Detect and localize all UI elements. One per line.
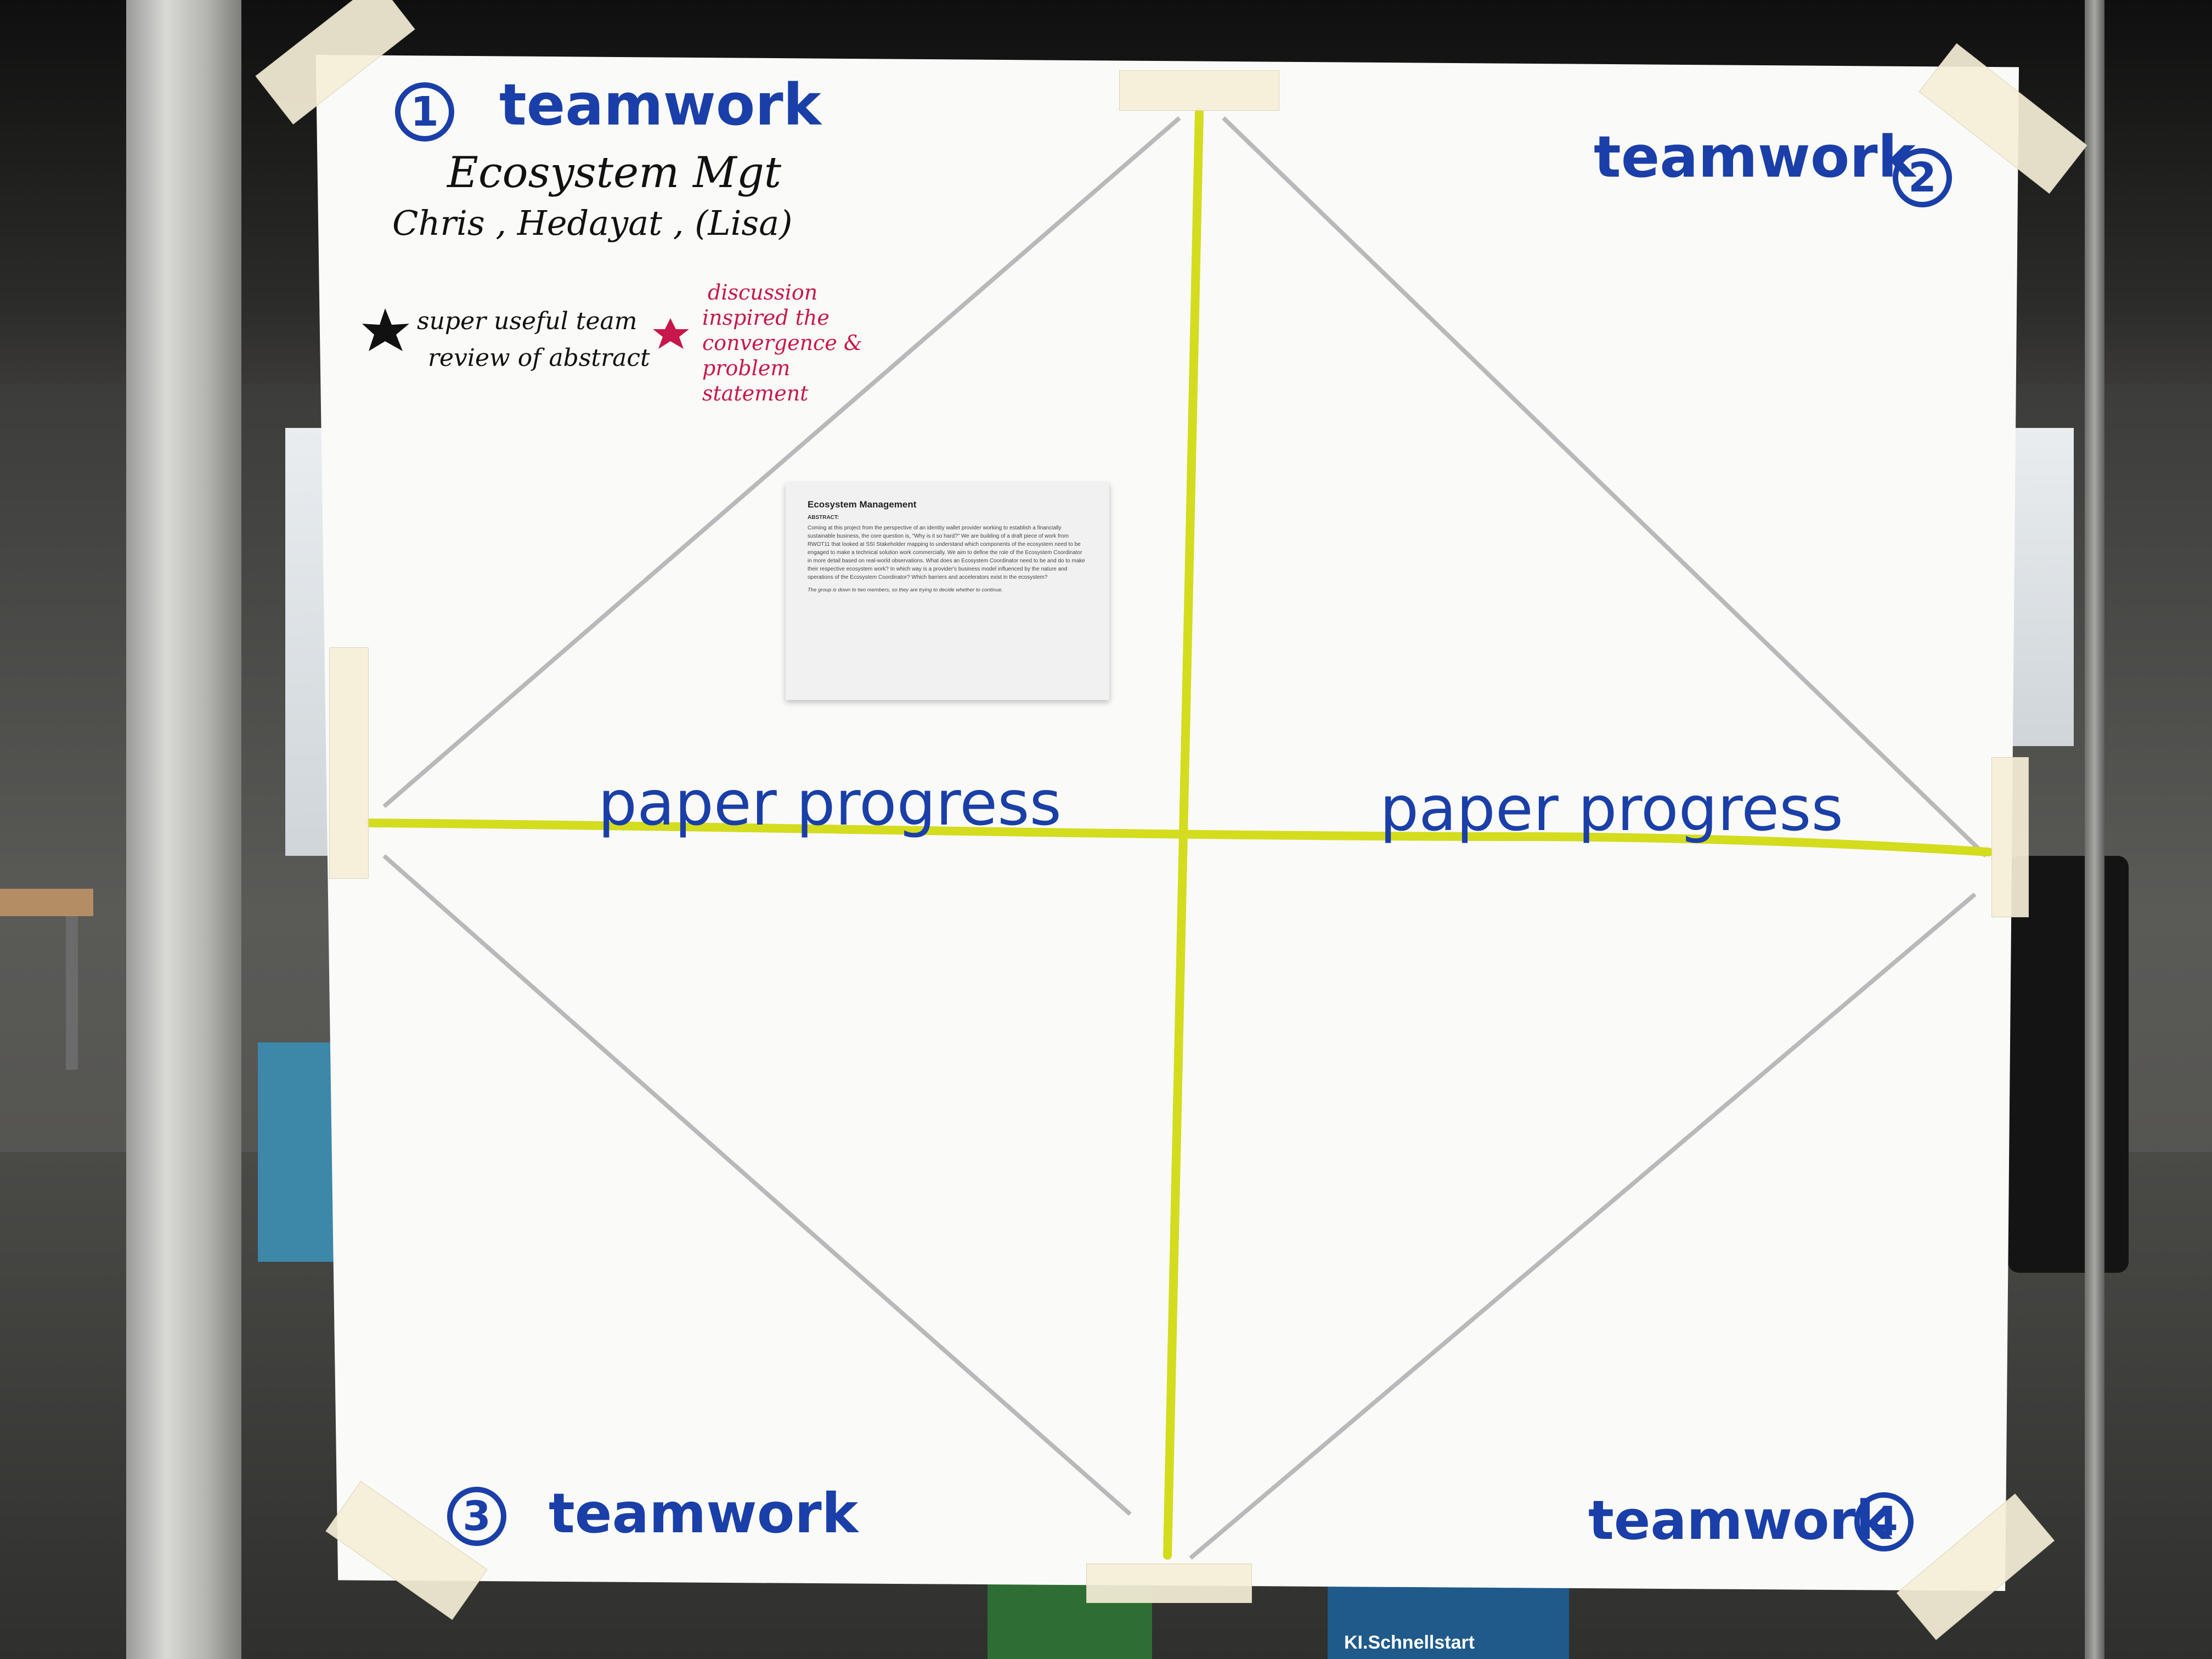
office-chair <box>2008 856 2129 1273</box>
abstract-body: Coming at this project from the perspect… <box>808 525 1085 580</box>
horizontal-axis-line <box>366 819 1993 856</box>
quadrant-number-badge: 3 <box>447 1487 506 1546</box>
quadrant-number-badge: 1 <box>395 82 454 142</box>
abstract-label: ABSTRACT: <box>808 515 839 521</box>
desk-leg <box>66 916 78 1070</box>
window <box>2008 428 2074 746</box>
glass-frame-right <box>2085 0 2104 1659</box>
note-line: inspired the <box>702 306 830 330</box>
quadrant-number-badge: 4 <box>1854 1492 1914 1551</box>
note-line: discussion <box>708 280 818 304</box>
book-label: KI.Schnellstart <box>1344 1632 1475 1653</box>
abstract-footer: The group is down to two members, so the… <box>808 587 1003 593</box>
black-star-icon <box>362 308 409 351</box>
red-note: discussion inspired the convergence & pr… <box>702 280 862 406</box>
black-note: super useful team review of abstract <box>417 307 650 372</box>
abstract-title: Ecosystem Management <box>808 499 917 510</box>
axis-label-left: paper progress <box>598 768 1062 839</box>
tape <box>1119 70 1279 111</box>
note-line: statement <box>702 381 809 405</box>
note-line: convergence & <box>702 331 862 355</box>
vertical-axis-line <box>1163 108 1204 1560</box>
axis-label-right: paper progress <box>1380 774 1843 845</box>
book <box>1328 1580 1569 1659</box>
project-name: Ecosystem Mgt <box>447 148 782 198</box>
quadrant-heading: teamwork <box>1594 123 1916 190</box>
note-line: problem <box>702 356 791 380</box>
red-star-icon <box>653 318 689 349</box>
diagonal-line <box>1189 892 1977 1560</box>
quadrant-number-badge: 2 <box>1893 148 1952 207</box>
desk <box>0 889 93 916</box>
team-members: Chris , Hedayat , (Lisa) <box>392 203 793 243</box>
diagonal-line <box>1222 116 1988 857</box>
diagonal-line <box>382 116 1181 809</box>
note-line: review of abstract <box>428 344 650 372</box>
diagonal-line <box>382 854 1132 1516</box>
quadrant-heading: teamwork <box>499 71 821 138</box>
abstract-card: Ecosystem Management ABSTRACT: Coming at… <box>786 483 1109 700</box>
tape <box>329 647 369 879</box>
note-line: super useful team <box>417 307 637 335</box>
tape <box>1086 1564 1252 1603</box>
tape <box>1991 757 2029 917</box>
glass-frame-left <box>126 0 241 1659</box>
quadrant-heading: teamwork <box>549 1481 859 1545</box>
quadrant-heading: teamwork <box>1588 1489 1892 1552</box>
